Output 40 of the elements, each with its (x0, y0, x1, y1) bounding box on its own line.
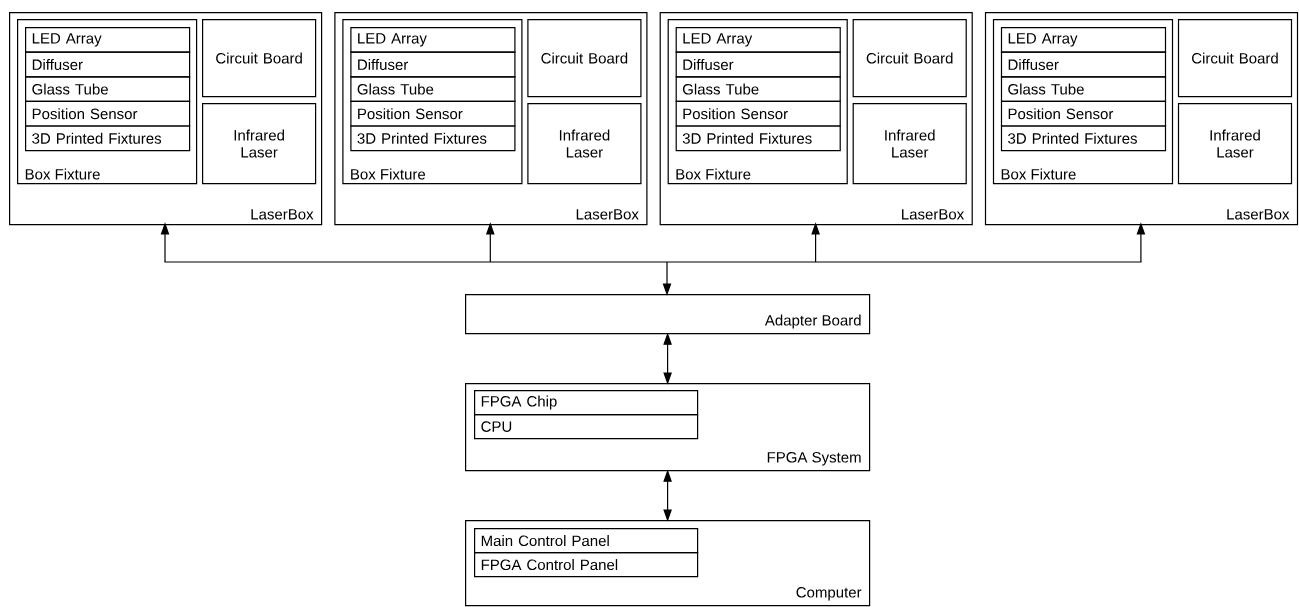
component-cell: Glass Tube (675, 76, 841, 102)
arrow (1136, 223, 1146, 263)
arrow (663, 470, 672, 521)
component-cell: FPGA Chip (474, 390, 699, 416)
component-box: Infrared Laser (852, 103, 967, 185)
component-cell: Position Sensor (350, 100, 516, 127)
arrow (163, 261, 1143, 295)
component-cell: LED Array (675, 27, 841, 53)
component-cell: Glass Tube (350, 76, 516, 102)
component-cell: Diffuser (1000, 51, 1167, 78)
component-cell: 3D Printed Fixtures (25, 125, 191, 152)
component-cell: Position Sensor (675, 100, 841, 127)
component-box: Infrared Laser (1177, 103, 1293, 185)
component-cell: 3D Printed Fixtures (1000, 125, 1167, 152)
arrow (160, 223, 170, 263)
component-cell: LED Array (1000, 27, 1167, 53)
component-cell: Position Sensor (1000, 100, 1167, 127)
arrow (811, 223, 820, 263)
adapter-box: Adapter Board (465, 294, 871, 335)
arrow (486, 223, 495, 263)
component-cell: Diffuser (350, 51, 516, 78)
component-box: Circuit Board (1177, 19, 1293, 98)
component-cell: CPU (474, 414, 699, 440)
component-box: Circuit Board (852, 19, 967, 98)
component-cell: 3D Printed Fixtures (350, 125, 516, 152)
component-box: Circuit Board (527, 19, 642, 98)
component-cell: Diffuser (675, 51, 841, 78)
component-cell: LED Array (25, 27, 191, 53)
component-cell: LED Array (350, 27, 516, 53)
component-cell: Position Sensor (25, 100, 191, 127)
arrow (663, 333, 672, 384)
component-cell: Glass Tube (1000, 76, 1167, 102)
component-cell: Glass Tube (25, 76, 191, 102)
component-box: Infrared Laser (202, 103, 317, 185)
component-cell: Main Control Panel (474, 528, 699, 554)
component-cell: 3D Printed Fixtures (675, 125, 841, 152)
component-cell: Diffuser (25, 51, 191, 78)
component-box: Circuit Board (202, 19, 317, 98)
component-cell: FPGA Control Panel (474, 552, 699, 578)
component-box: Infrared Laser (527, 103, 642, 185)
